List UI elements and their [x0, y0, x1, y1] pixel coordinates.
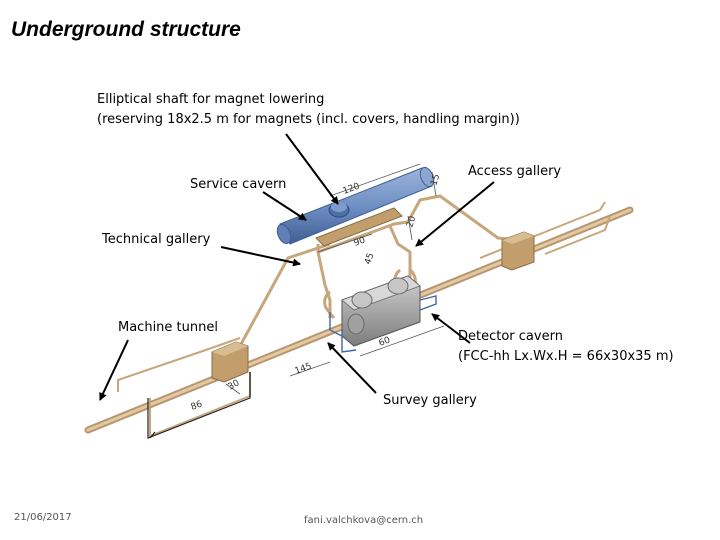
- right-alcove: [501, 231, 535, 271]
- dim-90: 90: [353, 235, 367, 248]
- access-gallery-lines: [238, 194, 521, 347]
- shaft-label: Elliptical shaft for magnet lowering (re…: [97, 90, 520, 130]
- bypass-right: [479, 201, 611, 259]
- dim-145: 145: [294, 362, 314, 377]
- slide-title: Underground structure: [11, 18, 241, 41]
- detector-label-line1: Detector cavern: [458, 329, 563, 344]
- left-alcove: [211, 341, 249, 383]
- dim-right: 20: [405, 215, 418, 229]
- shaft-label-line1: Elliptical shaft for magnet lowering: [97, 92, 325, 107]
- survey-gallery-frame: [147, 372, 251, 439]
- service-cavern: [276, 166, 435, 247]
- survey-gallery-label: Survey gallery: [383, 393, 477, 408]
- detector-cavern-label: Detector cavern (FCC-hh Lx.Wx.H = 66x30x…: [458, 327, 674, 367]
- dim-60: 60: [378, 335, 392, 348]
- dimension-lines: [225, 163, 445, 395]
- annotation-arrows: [99, 133, 495, 401]
- footer-date: 21/06/2017: [14, 512, 72, 523]
- technical-gallery-label: Technical gallery: [102, 232, 211, 247]
- footer-email: fani.valchkova@cern.ch: [304, 515, 424, 526]
- machine-tunnel-label: Machine tunnel: [118, 320, 218, 335]
- dim-86: 86: [190, 399, 204, 412]
- service-cavern-label: Service cavern: [190, 177, 287, 192]
- detector-frame: [329, 295, 437, 353]
- dim-45: 45: [363, 252, 376, 266]
- detector-cavern: [341, 275, 421, 347]
- access-gallery-label: Access gallery: [468, 164, 562, 179]
- shaft-label-line2: (reserving 18x2.5 m for magnets (incl. c…: [97, 112, 520, 127]
- dim-side: 15: [429, 173, 442, 187]
- detector-label-line2: (FCC-hh Lx.Wx.H = 66x30x35 m): [458, 349, 674, 364]
